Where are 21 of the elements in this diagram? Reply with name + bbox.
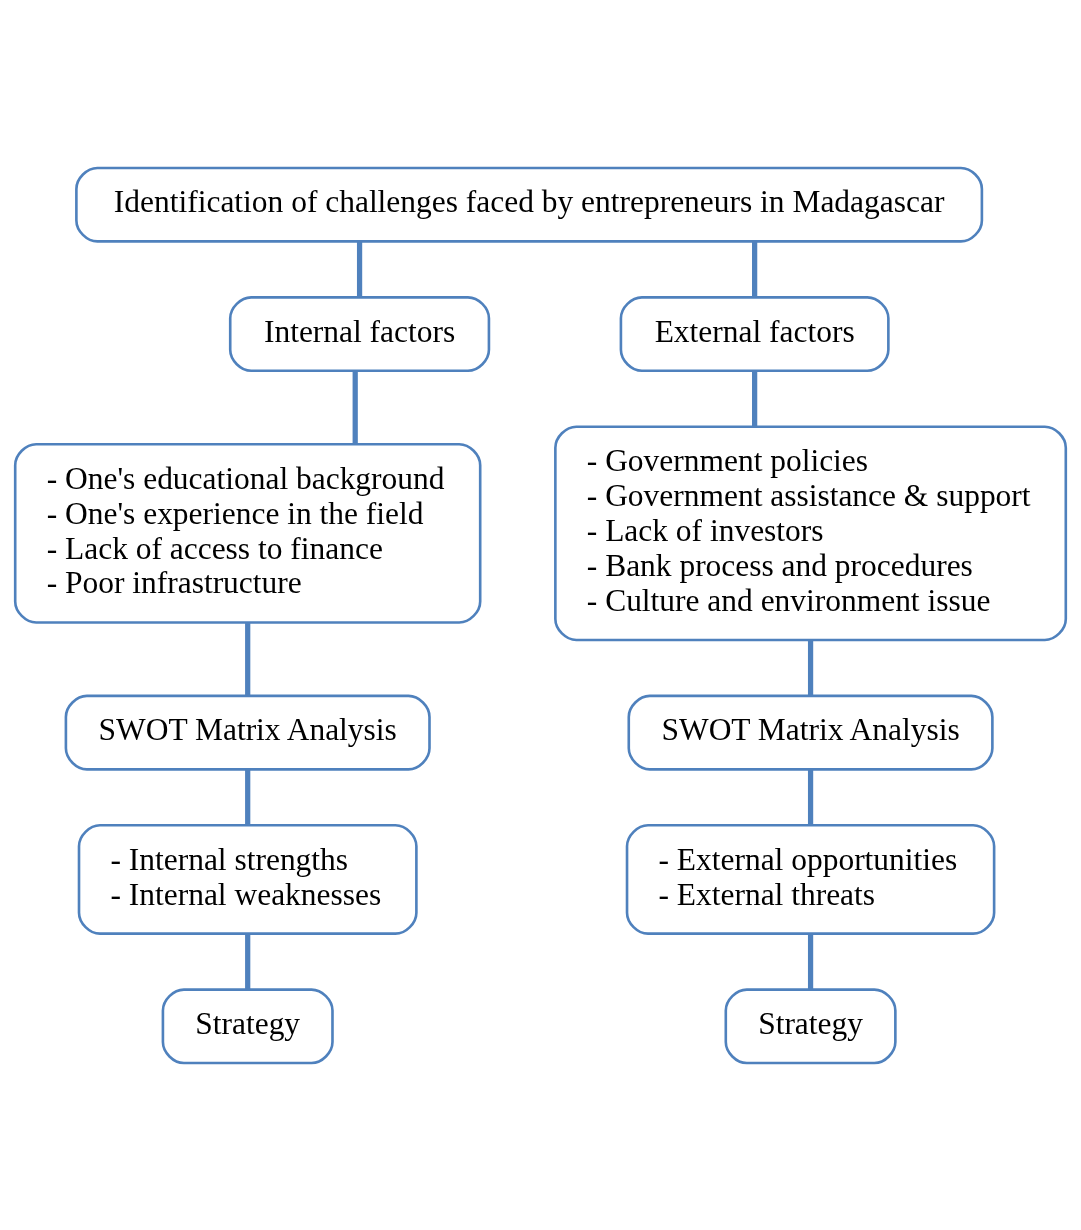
node-box: - Government policies - Government assistance & support - Lack of investors - Bank process and procedures - Culture and environment issue <box>554 424 1068 641</box>
connector <box>752 240 758 297</box>
node-box: - Internal strengths - Internal weaknesses <box>77 823 418 935</box>
node-box: SWOT Matrix Analysis <box>627 694 994 771</box>
connector <box>245 769 251 825</box>
connector <box>245 933 251 989</box>
node-box: Strategy <box>724 987 897 1064</box>
node-box: - One's educational background - One's experience in the field - Lack of access to finance - Poor infrastructure <box>13 442 482 624</box>
connector <box>352 370 358 444</box>
connector <box>356 240 363 297</box>
node-box: Identification of challenges faced by entrepreneurs in Madagascar <box>75 166 984 243</box>
connector <box>807 769 814 825</box>
connector <box>245 622 251 696</box>
node-box: Strategy <box>161 987 334 1064</box>
connector <box>807 639 814 696</box>
node-box: External factors <box>619 295 890 372</box>
connector <box>752 370 758 427</box>
node-box: - External opportunities - External threats <box>625 823 996 935</box>
connector <box>807 933 814 989</box>
node-box: SWOT Matrix Analysis <box>64 694 431 771</box>
node-box: Internal factors <box>228 295 491 372</box>
